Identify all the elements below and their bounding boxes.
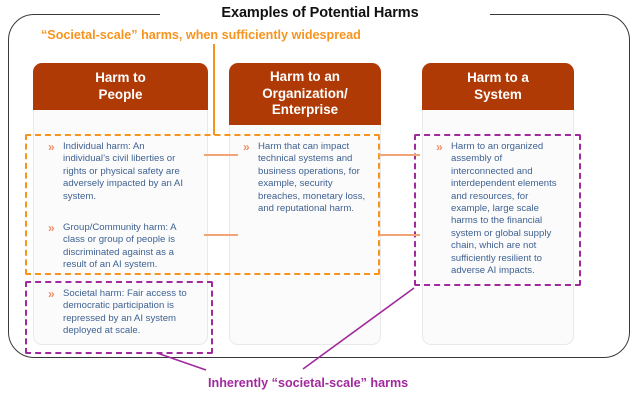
column-header-line-1: Harm to bbox=[95, 70, 146, 85]
bullet-text-system-harm: Harm to an organized assembly of interco… bbox=[451, 141, 557, 277]
connector-people-to-organization-top bbox=[204, 154, 238, 156]
column-harm-to-system: Harm to a System bbox=[422, 63, 574, 345]
bullet-item-individual-harm: » Individual harm: An individual’s civil… bbox=[48, 141, 190, 203]
column-body-harm-to-people bbox=[33, 110, 208, 345]
purple-dashed-group-system-harm bbox=[414, 134, 581, 286]
column-header-line-1: Harm to a bbox=[467, 70, 529, 85]
double-chevron-icon: » bbox=[48, 140, 55, 154]
column-header-harm-to-people: Harm to People bbox=[33, 63, 208, 110]
inherently-societal-scale-caption: Inherently “societal-scale” harms bbox=[208, 376, 409, 390]
connector-people-to-organization-bottom bbox=[204, 234, 238, 236]
column-header-harm-to-organization: Harm to an Organization/ Enterprise bbox=[229, 63, 381, 125]
purple-dashed-group-societal-harm bbox=[25, 281, 213, 354]
orange-dashed-group-widespread-harms bbox=[25, 134, 380, 275]
bullet-text-organization-harm: Harm that can impact technical systems a… bbox=[258, 141, 366, 215]
double-chevron-icon: » bbox=[436, 140, 443, 154]
column-header-line-2: Organization/ bbox=[262, 85, 348, 101]
double-chevron-icon: » bbox=[48, 221, 55, 235]
bullet-item-system-harm: » Harm to an organized assembly of inter… bbox=[436, 141, 566, 277]
top-caption-leader-line bbox=[213, 44, 215, 135]
bullet-item-organization-harm: » Harm that can impact technical systems… bbox=[243, 141, 371, 215]
bullet-item-societal-harm: » Societal harm: Fair access to democrat… bbox=[48, 288, 196, 338]
column-header-line-2: System bbox=[474, 86, 522, 102]
societal-scale-widespread-caption: “Societal-scale” harms, when sufficientl… bbox=[41, 28, 361, 42]
column-header-harm-to-system: Harm to a System bbox=[422, 63, 574, 110]
column-harm-to-people: Harm to People bbox=[33, 63, 208, 345]
double-chevron-icon: » bbox=[243, 140, 250, 154]
title-border-gap bbox=[160, 7, 490, 23]
bullet-text-individual-harm: Individual harm: An individual’s civil l… bbox=[63, 141, 183, 202]
double-chevron-icon: » bbox=[48, 287, 55, 301]
connector-organization-to-system-top bbox=[379, 154, 420, 156]
page-title: Examples of Potential Harms bbox=[221, 5, 419, 21]
bullet-item-group-community-harm: » Group/Community harm: A class or group… bbox=[48, 222, 190, 272]
bullet-text-societal-harm: Societal harm: Fair access to democratic… bbox=[63, 288, 187, 337]
column-header-line-3: Enterprise bbox=[271, 102, 339, 118]
column-body-harm-to-system bbox=[422, 110, 574, 345]
column-header-line-2: People bbox=[98, 86, 143, 102]
connector-organization-to-system-bottom bbox=[379, 234, 420, 236]
column-header-line-1: Harm to an bbox=[270, 69, 340, 85]
bullet-text-group-community-harm: Group/Community harm: A class or group o… bbox=[63, 222, 177, 271]
